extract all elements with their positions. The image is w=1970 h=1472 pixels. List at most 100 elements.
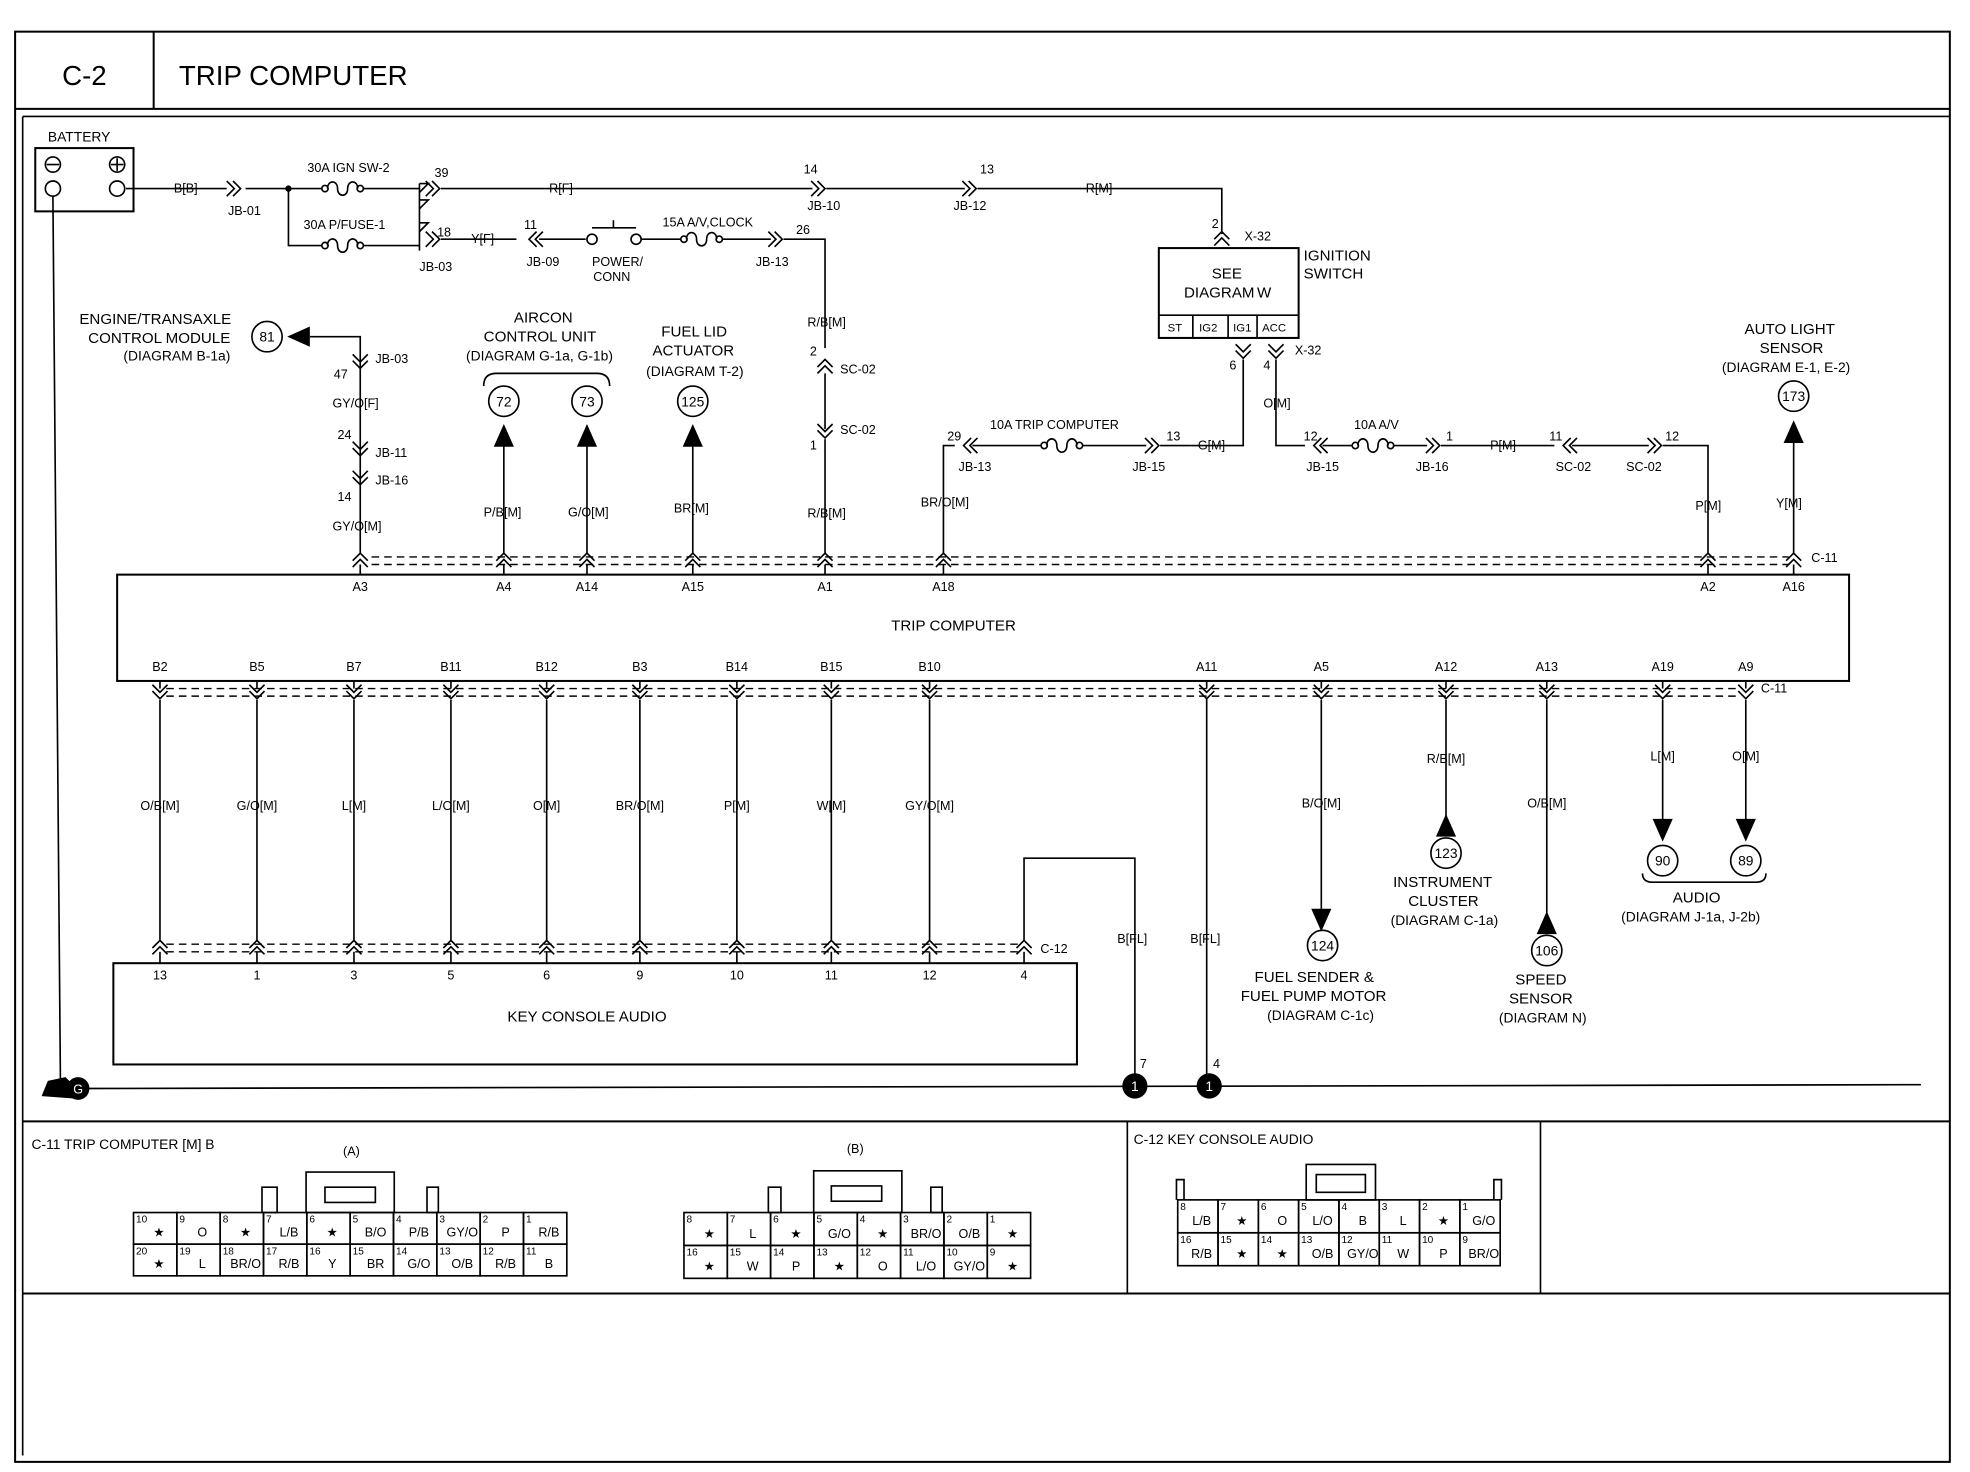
fuse-label: 30A P/FUSE-1 [304, 218, 386, 232]
pin-cell-color: R/B [278, 1257, 299, 1271]
pin-cell-color: L/B [1192, 1214, 1211, 1228]
wire-label: L/O[M] [432, 799, 470, 813]
component-label: FUEL PUMP MOTOR [1241, 988, 1387, 1005]
pin-cell-number: 6 [1261, 1202, 1267, 1213]
diagram-title: TRIP COMPUTER [179, 60, 408, 91]
wire-label: R[F] [549, 181, 573, 195]
pin-cell-color: ★ [1236, 1214, 1247, 1228]
component-label: (DIAGRAM E-1, E-2) [1722, 359, 1850, 375]
pin-cell-number: 2 [1422, 1202, 1428, 1213]
wire-label: R/B[M] [807, 316, 845, 330]
wire-label: GY/O[M] [333, 519, 382, 533]
pin-cell-number: 16 [309, 1246, 321, 1257]
pin-cell-number: 6 [773, 1215, 779, 1226]
c11-b-connector-face [767, 1169, 943, 1214]
ref-circle [1430, 837, 1462, 870]
component-label: AIRCON [514, 310, 573, 327]
pin-label: A14 [576, 580, 598, 594]
pin-label: B10 [918, 660, 940, 674]
pin-cell-number: 12 [860, 1248, 872, 1259]
wire-label: O[M] [533, 799, 560, 813]
c11-title: C-11 TRIP COMPUTER [M] B [31, 1136, 214, 1152]
pin-cell-color: ★ [1277, 1247, 1288, 1261]
component-label: AUTO LIGHT [1745, 321, 1835, 338]
pin-cell-number: 9 [990, 1248, 996, 1259]
pin-number: 24 [338, 428, 352, 442]
connector-chevron [1654, 684, 1671, 700]
pin-cell-number: 8 [1180, 1202, 1186, 1213]
wire-label: B[FL] [1117, 932, 1147, 946]
connector-chevron [631, 684, 649, 700]
pin-cell-color: O/B [451, 1257, 473, 1271]
pin-label: B3 [632, 660, 647, 674]
pin-cell-number: 17 [266, 1246, 278, 1257]
wire-label: BR/O[M] [616, 799, 664, 813]
pin-cell-color: ★ [1007, 1227, 1018, 1241]
pin-cell-color: O/B [1312, 1247, 1334, 1261]
pin-cell-color: ★ [834, 1260, 845, 1274]
wire-label: G/O[M] [237, 799, 278, 813]
wire-label: B[FL] [1190, 932, 1220, 946]
connector-chevron [921, 684, 938, 700]
pin-label: B5 [249, 660, 264, 674]
pin-number: 14 [338, 490, 352, 504]
connector-label: JB-15 [1132, 460, 1165, 474]
pin-label: 13 [153, 969, 167, 983]
switch-label: POWER/ [592, 255, 644, 269]
connector-label: C-12 [1040, 942, 1067, 956]
pin-label: 12 [923, 969, 937, 983]
pin-cell-color: R/B [538, 1226, 559, 1240]
c11-b-label: (B) [847, 1142, 864, 1156]
component-label: CONTROL UNIT [484, 329, 597, 346]
trip-computer-label: TRIP COMPUTER [891, 617, 1016, 634]
connector-chevron [538, 684, 555, 700]
ref-circle [1729, 844, 1762, 877]
key-console-audio-label: KEY CONSOLE AUDIO [507, 1008, 666, 1025]
component-label: SENSOR [1509, 991, 1573, 1008]
connector-label: JB-15 [1306, 460, 1339, 474]
pin-cell-number: 10 [1422, 1235, 1434, 1246]
pin-label: A11 [1196, 660, 1217, 674]
pin-number: 47 [334, 367, 348, 381]
pin-cell-color: P [792, 1260, 800, 1274]
wire-label: Y[F] [471, 232, 494, 246]
pin-cell-number: 20 [136, 1246, 148, 1257]
pin-cell-color: ★ [1236, 1247, 1247, 1261]
pin-label: A5 [1314, 660, 1329, 674]
wire-label: R/B[M] [807, 507, 845, 521]
pin-cell-number: 7 [1221, 1202, 1227, 1213]
wire-label: R[M] [1086, 181, 1113, 195]
pin-cell-number: 11 [903, 1248, 914, 1259]
pin-label: 5 [447, 969, 454, 983]
connector-label: X-32 [1244, 229, 1271, 243]
wire-label: O/B[M] [140, 799, 179, 813]
connector-label: JB-03 [375, 352, 408, 366]
ref-number: 73 [579, 393, 595, 409]
pin-number: 29 [947, 429, 961, 443]
component-label: (DIAGRAM C-1c) [1267, 1007, 1374, 1023]
pin-cell-color: ★ [704, 1227, 715, 1241]
pin-label: 3 [350, 969, 357, 983]
wire-label: GY/O[F] [333, 397, 379, 411]
pin-cell-color: P [1439, 1247, 1447, 1261]
pin-label: 4 [1021, 969, 1028, 983]
pin-cell-color: W [1397, 1247, 1409, 1261]
wire-label: P[M] [724, 799, 750, 813]
pin-cell-number: 15 [1221, 1235, 1233, 1246]
pin-cell [986, 1244, 1032, 1280]
pin-cell-number: 15 [730, 1248, 742, 1259]
pin-cell-color: B [545, 1257, 553, 1271]
pin-label: B14 [726, 660, 748, 674]
ref-circle [1777, 380, 1810, 413]
connector-label: JB-16 [1416, 460, 1449, 474]
pin-cell-number: 7 [730, 1215, 736, 1226]
pin-cell [522, 1243, 568, 1277]
ignition-diagram-letter: W [1257, 284, 1272, 301]
connector-chevron [442, 684, 460, 700]
pin-cell-number: 8 [223, 1215, 229, 1226]
connector-label: JB-10 [807, 199, 840, 213]
pin-label: 6 [543, 969, 550, 983]
pin-cell-number: 2 [946, 1215, 952, 1226]
pin-label: A3 [353, 580, 368, 594]
pin-label: A16 [1782, 580, 1804, 594]
